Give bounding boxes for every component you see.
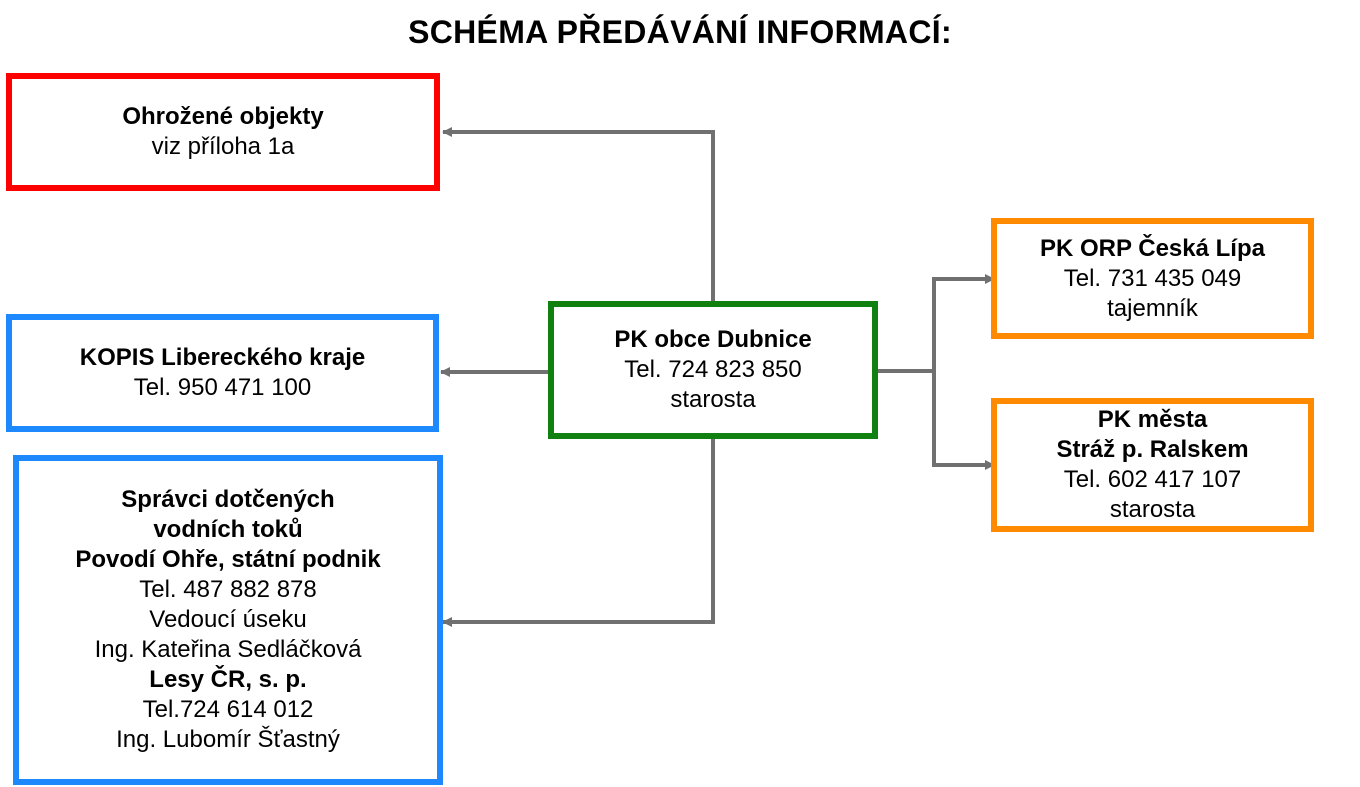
managers-org2: Lesy ČR, s. p. bbox=[149, 666, 307, 693]
center-phone: Tel. 724 823 850 bbox=[624, 356, 802, 383]
straz-box: PK města Stráž p. Ralskem Tel. 602 417 1… bbox=[991, 398, 1314, 532]
managers-line2: vodních toků bbox=[153, 516, 303, 543]
center-role: starosta bbox=[670, 386, 756, 413]
threatened-objects-box: Ohrožené objekty viz příloha 1a bbox=[6, 73, 440, 191]
arrow-to-managers bbox=[442, 436, 715, 627]
managers-org1-person: Ing. Kateřina Sedláčková bbox=[94, 636, 362, 663]
orp-heading: PK ORP Česká Lípa bbox=[1040, 234, 1265, 262]
orp-role: tajemník bbox=[1107, 294, 1198, 322]
straz-heading1: PK města bbox=[1097, 406, 1208, 433]
threatened-heading: Ohrožené objekty bbox=[122, 103, 324, 130]
managers-org2-phone: Tel.724 614 012 bbox=[142, 696, 314, 723]
center-box: PK obce Dubnice Tel. 724 823 850 starost… bbox=[548, 301, 878, 439]
straz-phone: Tel. 602 417 107 bbox=[1063, 466, 1242, 493]
managers-org1-role: Vedoucí úseku bbox=[149, 606, 307, 633]
kopis-phone: Tel. 950 471 100 bbox=[133, 374, 312, 401]
managers-box: Správci dotčených vodních toků Povodí Oh… bbox=[13, 455, 443, 785]
threatened-annex: viz příloha 1a bbox=[151, 133, 295, 160]
straz-role: starosta bbox=[1109, 496, 1196, 523]
straz-heading2: Stráž p. Ralskem bbox=[1056, 436, 1249, 463]
kopis-heading: KOPIS Libereckého kraje bbox=[79, 344, 366, 371]
managers-org2-person: Ing. Lubomír Šťastný bbox=[116, 726, 340, 753]
arrow-to-threatened bbox=[442, 127, 715, 303]
diagram-title: SCHÉMA PŘEDÁVÁNÍ INFORMACÍ: bbox=[408, 14, 952, 50]
managers-org1-phone: Tel. 487 882 878 bbox=[139, 576, 317, 603]
managers-line1: Správci dotčených bbox=[121, 486, 335, 513]
orp-phone: Tel. 731 435 049 bbox=[1063, 264, 1242, 292]
managers-org1: Povodí Ohře, státní podnik bbox=[75, 546, 381, 573]
orp-box: PK ORP Česká Lípa Tel. 731 435 049 tajem… bbox=[991, 218, 1314, 339]
kopis-box: KOPIS Libereckého kraje Tel. 950 471 100 bbox=[6, 314, 439, 432]
center-heading: PK obce Dubnice bbox=[614, 326, 812, 353]
